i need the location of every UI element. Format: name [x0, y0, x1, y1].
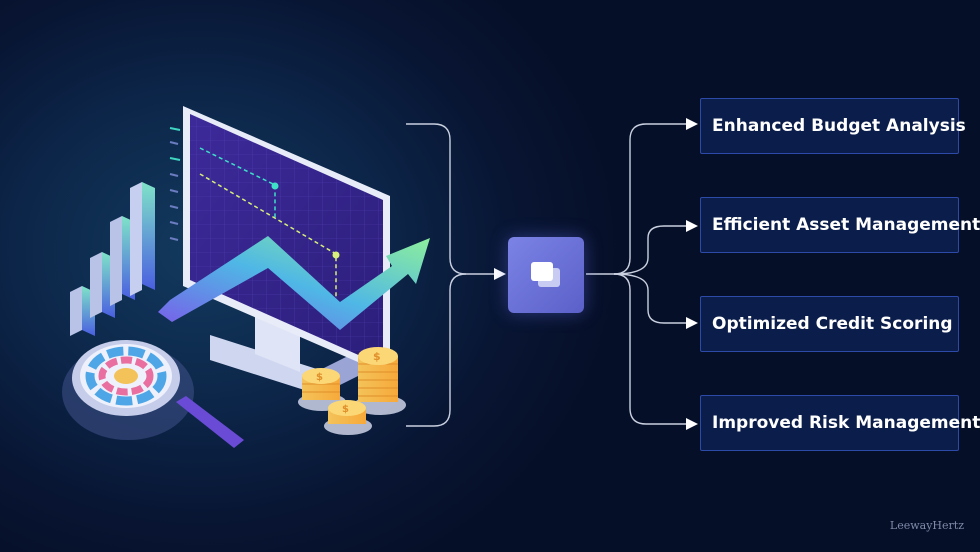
svg-text:$: $	[373, 350, 381, 363]
output-connector-1	[586, 123, 686, 275]
input-connector-bottom	[406, 273, 467, 427]
magnifier-icon	[62, 340, 244, 448]
svg-text:$: $	[316, 372, 323, 383]
copy-icon	[531, 262, 560, 287]
output-label: Enhanced Budget Analysis	[712, 116, 966, 136]
output-connector-4	[613, 273, 686, 425]
arrowhead-2	[686, 220, 698, 232]
output-label: Improved Risk Management	[712, 413, 980, 433]
output-label: Efficient Asset Management	[712, 215, 980, 235]
growth-arrow-icon	[158, 236, 430, 330]
hub-node	[508, 237, 584, 313]
brand-logo: LeewayHertz	[889, 519, 964, 532]
axis-ticks	[169, 127, 181, 241]
svg-text:$: $	[342, 404, 349, 415]
coin-stack-icon: $ $ $	[298, 347, 406, 435]
output-connector-2	[613, 225, 686, 275]
output-box-credit-scoring: Optimized Credit Scoring	[700, 296, 959, 352]
input-connector-top	[406, 123, 494, 275]
output-connector-3	[613, 273, 686, 324]
output-box-asset-management: Efficient Asset Management	[700, 197, 980, 253]
finance-illustration: $ $ $	[62, 106, 430, 448]
arrowhead-3	[686, 317, 698, 329]
bar-chart-icon	[70, 182, 155, 336]
arrowhead-4	[686, 418, 698, 430]
output-box-risk-management: Improved Risk Management	[700, 395, 980, 451]
output-box-budget-analysis: Enhanced Budget Analysis	[700, 98, 966, 154]
arrowhead-hub	[494, 268, 506, 280]
output-label: Optimized Credit Scoring	[712, 314, 953, 334]
arrowhead-1	[686, 118, 698, 130]
